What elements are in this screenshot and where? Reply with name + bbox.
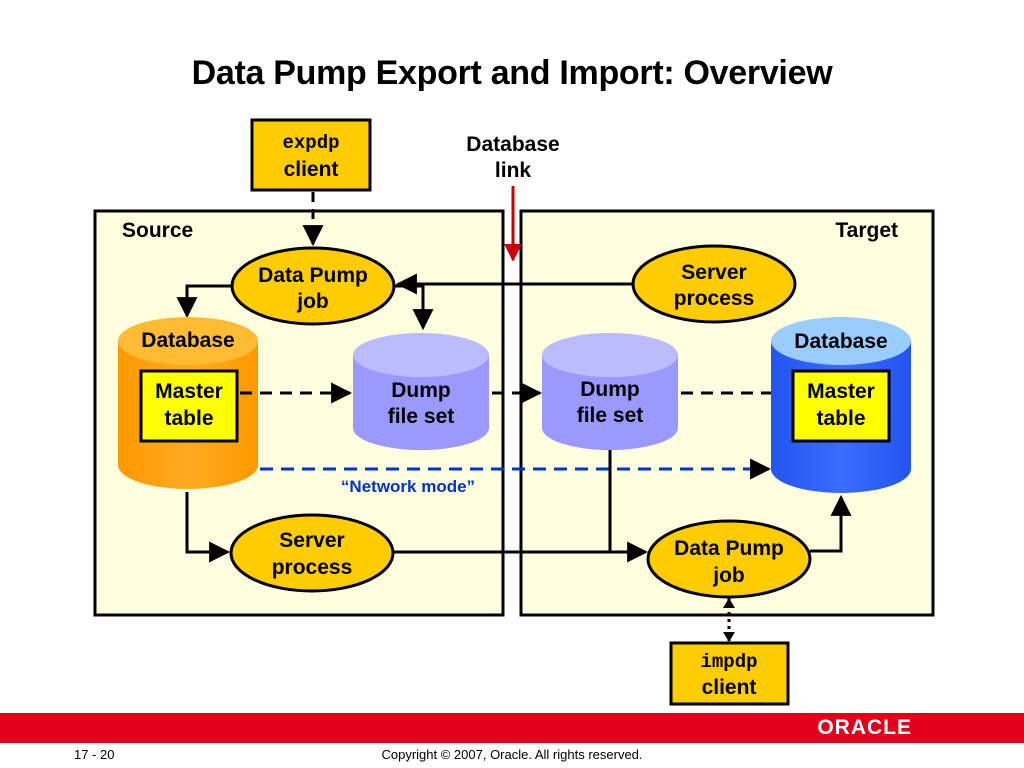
network-mode-label: “Network mode” — [341, 477, 475, 496]
target-data-pump-job — [646, 519, 812, 599]
source-dump-label-2: file set — [388, 405, 455, 428]
db-link-label-1: Database — [466, 133, 559, 156]
source-server-process — [229, 513, 395, 593]
source-label: Source — [122, 219, 193, 242]
impdp-command: impdp — [700, 651, 757, 673]
impdp-arrow-up — [723, 598, 735, 608]
target-master-label-2: table — [816, 407, 865, 430]
target-job-label-2: job — [712, 564, 745, 587]
target-job-label-1: Data Pump — [674, 537, 784, 560]
slide-number: 17 - 20 — [74, 747, 115, 762]
job-to-source-db-connector — [176, 284, 232, 319]
source-master-label-1: Master — [155, 380, 223, 403]
db-link-label-2: link — [495, 159, 531, 182]
target-master-label-1: Master — [807, 380, 875, 403]
target-server-process — [631, 244, 797, 324]
copyright-notice: Copyright © 2007, Oracle. All rights res… — [381, 747, 643, 762]
source-database-label: Database — [141, 329, 234, 352]
data-pump-diagram: Source Target expdp client Database link… — [93, 118, 935, 706]
source-master-label-2: table — [164, 407, 213, 430]
target-dump-file-set — [542, 333, 678, 450]
slide-title: Data Pump Export and Import: Overview — [191, 54, 833, 92]
expdp-command: expdp — [282, 132, 339, 154]
expdp-client-box — [250, 118, 372, 192]
source-db-to-server-connector — [185, 492, 231, 563]
impdp-arrow-down — [723, 632, 735, 642]
source-dump-label-1: Dump — [391, 379, 451, 402]
source-job-label-1: Data Pump — [258, 264, 368, 287]
target-label: Target — [835, 219, 898, 242]
target-dump-label-1: Dump — [580, 378, 640, 401]
oracle-footer-bar: ORACLE — [0, 713, 1024, 743]
source-dump-file-set — [353, 333, 489, 450]
target-master-table — [791, 369, 891, 443]
oracle-logo: ORACLE — [817, 716, 912, 739]
target-job-to-db-connector — [810, 494, 852, 553]
expdp-client-label: client — [284, 158, 339, 181]
target-server-label-1: Server — [681, 261, 746, 284]
target-database-label: Database — [794, 330, 887, 353]
target-server-label-2: process — [674, 287, 755, 310]
source-server-label-2: process — [272, 556, 353, 579]
source-job-label-2: job — [296, 290, 329, 313]
target-dump-label-2: file set — [577, 404, 644, 427]
source-master-table — [139, 369, 239, 443]
source-server-label-1: Server — [279, 529, 344, 552]
impdp-client-box — [669, 641, 790, 706]
impdp-client-label: client — [702, 676, 757, 699]
